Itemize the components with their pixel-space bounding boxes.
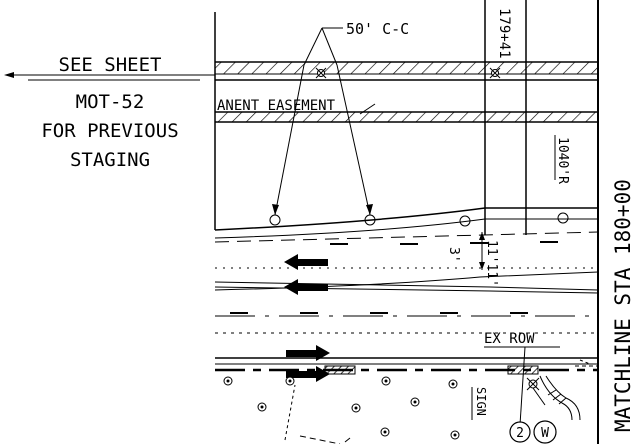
detail-callouts: 2 W xyxy=(509,420,557,444)
note-line-4: STAGING xyxy=(70,149,150,171)
dashed-leader xyxy=(284,384,351,444)
radius-label: 1040'R xyxy=(555,137,570,184)
arrow-right-icon xyxy=(286,345,330,361)
roadway-lines xyxy=(214,207,599,372)
arrow-left-icon xyxy=(284,254,328,270)
easement-label: ANENT EASEMENT xyxy=(217,98,336,114)
curb-return xyxy=(539,359,598,421)
light-pole-symbols xyxy=(315,67,501,79)
pole-symbol xyxy=(526,377,546,406)
note-line-3: FOR PREVIOUS xyxy=(41,120,178,142)
arrow-left-icon xyxy=(4,72,14,78)
arrow-right-icon xyxy=(286,366,330,382)
lighting-circles xyxy=(269,212,569,227)
ex-row-label: EX ROW xyxy=(484,331,535,347)
matchline-label: MATCHLINE STA 180+00 xyxy=(611,179,635,432)
sheet-reference-note: SEE SHEET MOT-52 FOR PREVIOUS STAGING xyxy=(4,54,215,171)
ex-row-callout: EX ROW xyxy=(484,331,560,426)
offset-11-label: 11'11' xyxy=(484,240,499,287)
callout-number: 2 xyxy=(516,426,524,441)
tree-symbols xyxy=(223,376,460,440)
callout-letter: W xyxy=(541,426,549,441)
arrow-left-icon xyxy=(284,279,328,295)
traffic-arrows xyxy=(284,254,330,382)
sign-label: SIGN xyxy=(474,387,488,416)
spacing-label: 50' C-C xyxy=(346,20,409,38)
station-label: 179+41 xyxy=(496,8,512,59)
offset-3-label: 3' xyxy=(446,247,461,263)
easement-hatching xyxy=(215,61,598,123)
callout-letter-bubble xyxy=(533,420,557,444)
note-line-1: SEE SHEET xyxy=(59,54,162,76)
spacing-callout: 50' C-C xyxy=(272,20,409,216)
note-line-2: MOT-52 xyxy=(76,91,145,113)
callout-number-bubble xyxy=(509,421,531,443)
